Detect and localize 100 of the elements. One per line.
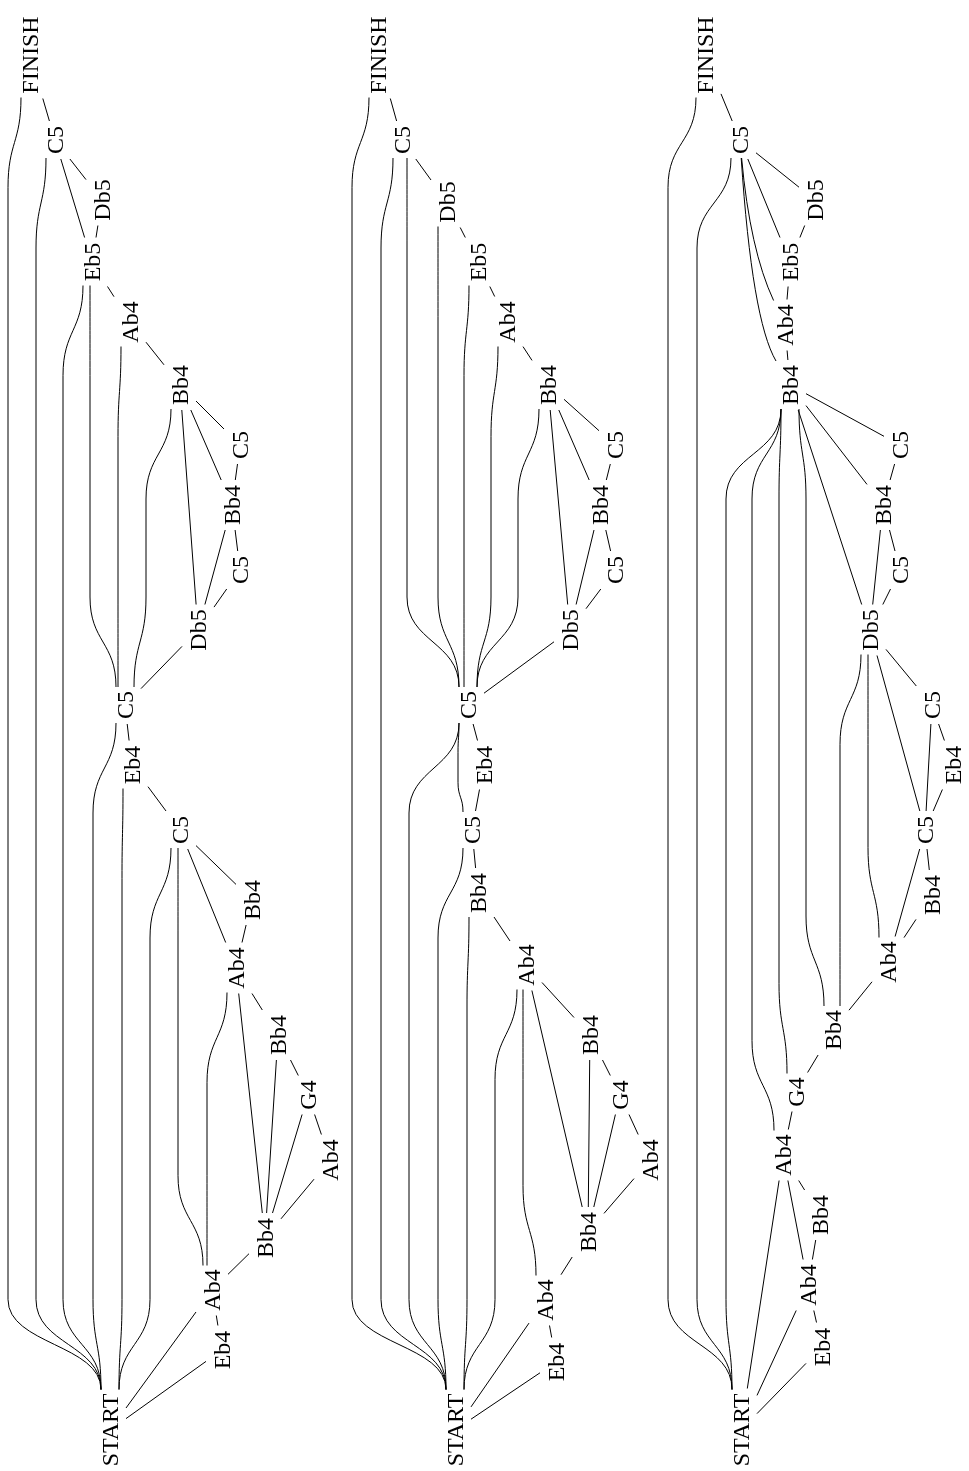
connector-line [811, 1239, 817, 1260]
connector-line [133, 408, 172, 688]
node-label: Db5 [858, 608, 882, 652]
node-label: C5 [888, 555, 912, 585]
connector-line [522, 346, 533, 361]
connector-line [389, 98, 398, 122]
node-label: Ab4 [200, 1268, 224, 1312]
connector-line [560, 1256, 573, 1276]
node-label: Eb4 [810, 1326, 834, 1368]
connector-line [95, 225, 99, 238]
connector-line [593, 1114, 616, 1208]
connector-line [147, 786, 167, 812]
node-label: Ab4 [318, 1138, 342, 1182]
node-label: C5 [603, 430, 627, 460]
node-label: C5 [228, 555, 252, 585]
connector-line [195, 845, 237, 885]
connector-line [756, 1310, 797, 1396]
connector-line [798, 408, 825, 1007]
connector-line [786, 350, 789, 361]
node-label: C5 [460, 815, 484, 845]
connector-line [415, 158, 432, 181]
connector-line [470, 1322, 530, 1408]
node-label: FINISH [366, 15, 390, 95]
connector-line [805, 405, 868, 485]
connector-line [755, 152, 800, 188]
connector-line [605, 463, 611, 481]
connector-line [140, 645, 183, 690]
connector-line [470, 1372, 541, 1420]
connector-line [437, 226, 460, 688]
connector-line [787, 1111, 793, 1130]
node-label: C5 [390, 125, 414, 155]
node-label: C5 [228, 430, 252, 460]
node-label: C5 [168, 815, 192, 845]
node-label: Ab4 [224, 946, 248, 990]
connector-line [605, 529, 612, 552]
connector-line [603, 1178, 635, 1214]
connector-line [234, 529, 239, 552]
connector-line [476, 408, 540, 688]
connector-line [272, 1114, 303, 1214]
node-label: Bb4 [536, 364, 560, 406]
connector-line [126, 723, 130, 741]
node-label: START [98, 1392, 122, 1468]
node-label: Ab4 [771, 1133, 795, 1177]
connector-line [587, 1059, 591, 1208]
connector-line [457, 722, 464, 813]
connector-line [549, 1325, 553, 1338]
node-label: Bb4 [253, 1217, 277, 1259]
connector-line [213, 588, 228, 608]
connector-line [177, 847, 204, 1266]
node-label: C5 [888, 430, 912, 460]
node-label: Bb4 [821, 1009, 845, 1051]
node-label: C5 [603, 555, 627, 585]
connector-line [463, 285, 470, 688]
connector-line [266, 1059, 277, 1214]
connector-line [107, 286, 115, 298]
connector-line [575, 529, 595, 605]
node-label: Ab4 [773, 303, 797, 347]
connector-line [215, 1315, 219, 1326]
connector-line [118, 847, 172, 1390]
node-label: START [729, 1392, 753, 1468]
connector-line [241, 924, 247, 943]
connector-line [889, 529, 896, 552]
connector-line [204, 529, 226, 605]
node-label: C5 [913, 815, 937, 845]
node-label: C5 [113, 690, 137, 720]
connector-line [932, 789, 943, 812]
connector-line [799, 225, 806, 238]
connector-line [867, 654, 880, 938]
node-label: Db5 [435, 180, 459, 224]
connector-line [925, 723, 932, 812]
connector-line [234, 463, 238, 481]
connector-line [872, 529, 881, 605]
connector-line [787, 1180, 804, 1260]
node-label: Db5 [803, 178, 827, 222]
node-label: Bb4 [578, 1014, 602, 1056]
connector-line [473, 848, 477, 869]
connector-line [206, 992, 228, 1266]
connector-line [882, 588, 891, 605]
node-label: Eb4 [544, 1341, 568, 1383]
connector-line [720, 93, 733, 122]
node-label: Bb4 [240, 879, 264, 921]
connector-line [195, 400, 225, 430]
node-label: G4 [296, 1079, 320, 1111]
connector-line [475, 789, 480, 812]
connector-line [290, 1059, 299, 1076]
connector-line [926, 848, 930, 871]
connector-line [187, 848, 227, 943]
connector-line [472, 723, 478, 741]
connector-line [314, 1114, 322, 1135]
node-label: Ab4 [514, 943, 538, 987]
node-label: Ab4 [796, 1263, 820, 1307]
connector-line [145, 341, 165, 366]
connector-line [585, 588, 602, 610]
node-label: Eb4 [120, 744, 144, 786]
node-label: Bb4 [266, 1014, 290, 1056]
node-label: Db5 [90, 178, 114, 222]
node-label: G4 [608, 1079, 632, 1111]
connector-line [92, 722, 117, 1390]
connector-line [280, 1178, 315, 1220]
connector-line [805, 393, 885, 437]
